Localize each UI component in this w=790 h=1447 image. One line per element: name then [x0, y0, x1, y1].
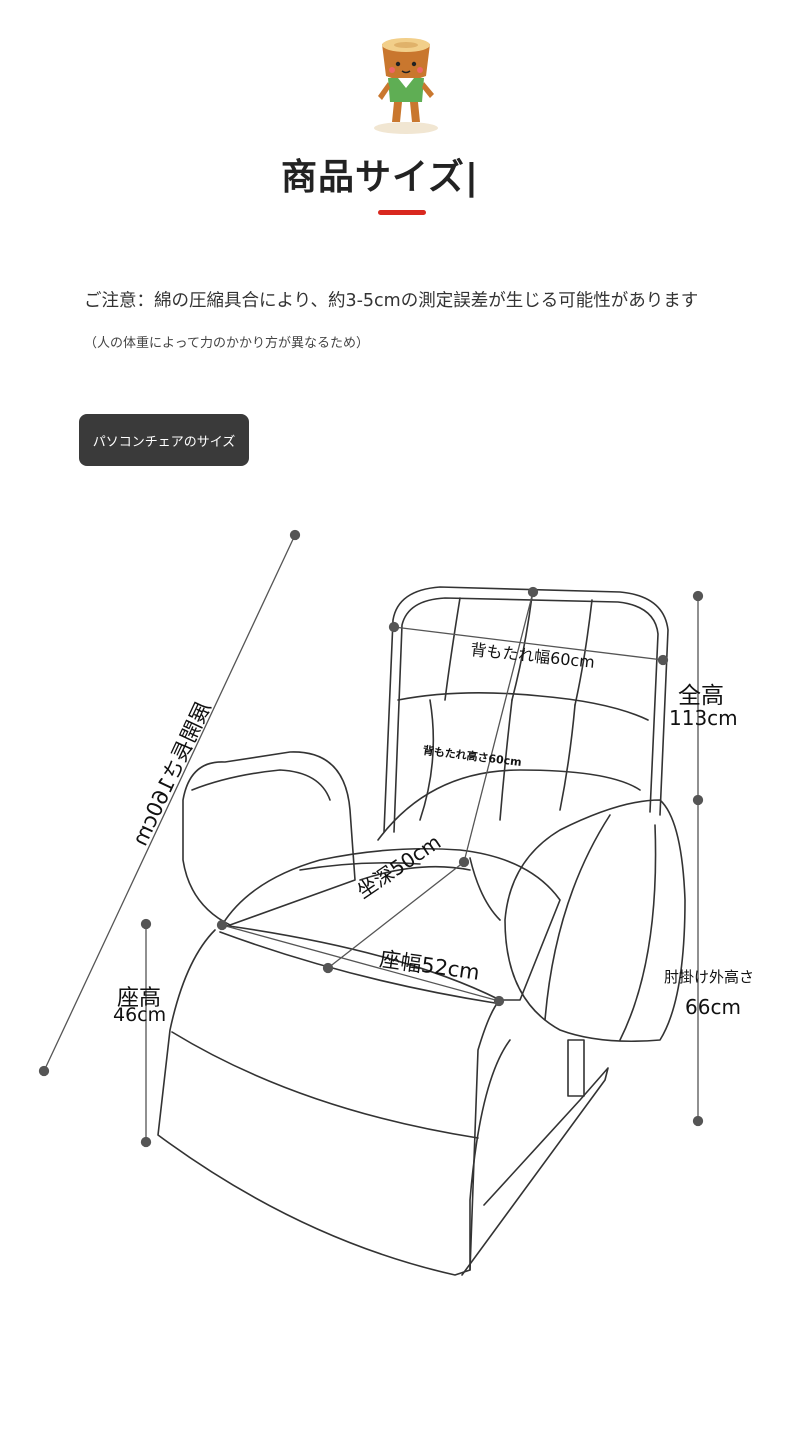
page-title: 商品サイズ| — [280, 157, 480, 198]
seat-height-label: 座高 — [117, 986, 162, 1011]
right-armrest-outline — [504, 799, 686, 1043]
seat-outline — [221, 847, 561, 1001]
stump-mascot-icon — [374, 38, 438, 134]
notice-subtext: （人の体重によって力のかかり方が異なるため） — [84, 336, 369, 351]
left-armrest-outline — [182, 751, 356, 926]
notice-text: ご注意：綿の圧縮具合により、約3-5cmの測定誤差が生じる可能性があります — [84, 291, 699, 311]
seat-height-value: 46cm — [113, 1004, 167, 1026]
footrest-outline — [157, 929, 501, 1276]
total-height-value: 113cm — [669, 706, 738, 730]
total-height-label: 全高 — [678, 683, 724, 709]
armrest-height-value: 66cm — [685, 995, 741, 1019]
section-badge: パソコンチェアのサイズ — [79, 414, 249, 466]
chair-diagram — [38, 529, 704, 1276]
title-underline — [378, 210, 426, 215]
armrest-height-label: 肘掛け外高さ — [664, 968, 755, 986]
